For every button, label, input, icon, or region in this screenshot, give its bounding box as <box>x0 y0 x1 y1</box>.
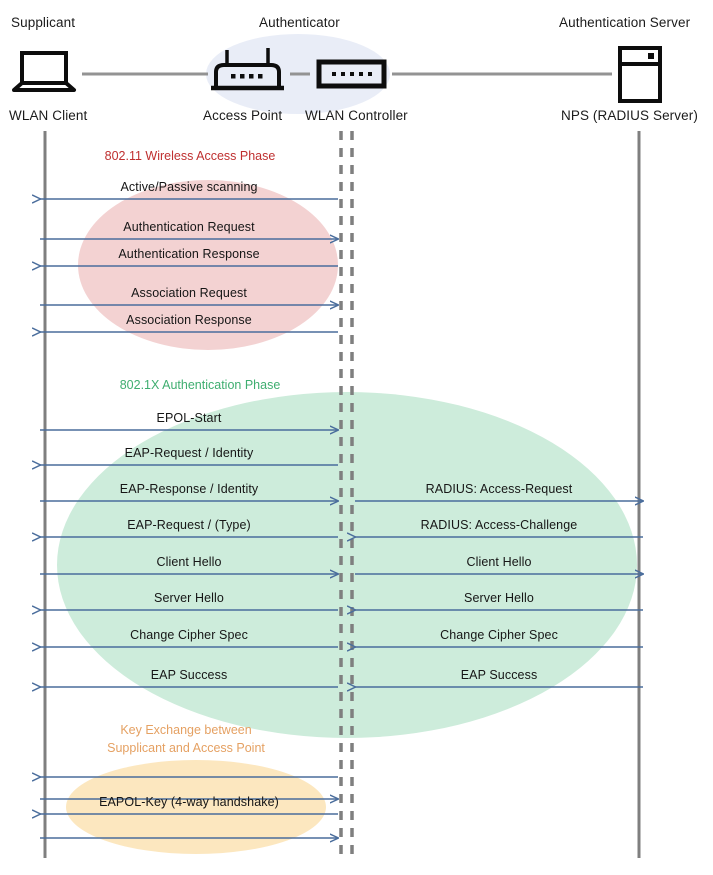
message-label: RADIUS: Access-Challenge <box>420 518 578 532</box>
message-label: Change Cipher Spec <box>440 628 558 642</box>
message-label: Client Hello <box>466 555 532 569</box>
message-label: Authentication Response <box>118 247 260 261</box>
message-label: EAP Success <box>460 668 538 682</box>
message-label: EAPOL-Key (4-way handshake) <box>99 795 279 809</box>
message-label: EPOL-Start <box>156 411 222 425</box>
message-label: Change Cipher Spec <box>130 628 248 642</box>
phase-label-key-exchange-line1: Key Exchange between <box>120 723 252 737</box>
message-label: Association Response <box>126 313 252 327</box>
actor-name-wlan-client: WLAN Client <box>9 108 88 123</box>
message-label: RADIUS: Access-Request <box>425 482 573 496</box>
message-arrow-layer <box>40 199 643 838</box>
message-label: Authentication Request <box>123 220 255 234</box>
message-label: EAP-Response / Identity <box>119 482 259 496</box>
message-label: EAP Success <box>150 668 228 682</box>
message-label: Client Hello <box>156 555 222 569</box>
message-label: Server Hello <box>154 591 224 605</box>
phase-label-80211: 802.11 Wireless Access Phase <box>104 149 276 163</box>
actor-role-supplicant: Supplicant <box>11 15 76 30</box>
actor-role-authenticator: Authenticator <box>259 15 340 30</box>
actor-name-wlan-controller: WLAN Controller <box>305 108 408 123</box>
message-label: EAP-Request / (Type) <box>127 518 251 532</box>
laptop-icon <box>12 51 76 92</box>
message-label: Server Hello <box>464 591 534 605</box>
phase-8021x-shape <box>57 392 637 738</box>
phase-80211-shape <box>78 180 338 350</box>
actor-name-access-point: Access Point <box>203 108 283 123</box>
message-label: EAP-Request / Identity <box>124 446 254 460</box>
actor-name-nps: NPS (RADIUS Server) <box>561 108 698 123</box>
message-label: Active/Passive scanning <box>120 180 258 194</box>
actor-role-authentication-server: Authentication Server <box>559 15 691 30</box>
phase-label-key-exchange-line2: Supplicant and Access Point <box>107 741 265 755</box>
message-label: Association Request <box>131 286 247 300</box>
phase-label-key-exchange: Key Exchange between Supplicant and Acce… <box>107 721 265 757</box>
server-icon <box>618 46 662 103</box>
controller-icon <box>316 59 387 89</box>
phase-key-exchange-shape <box>66 760 326 854</box>
phase-label-8021x: 802.1X Authentication Phase <box>119 378 281 392</box>
router-icon <box>211 48 284 91</box>
